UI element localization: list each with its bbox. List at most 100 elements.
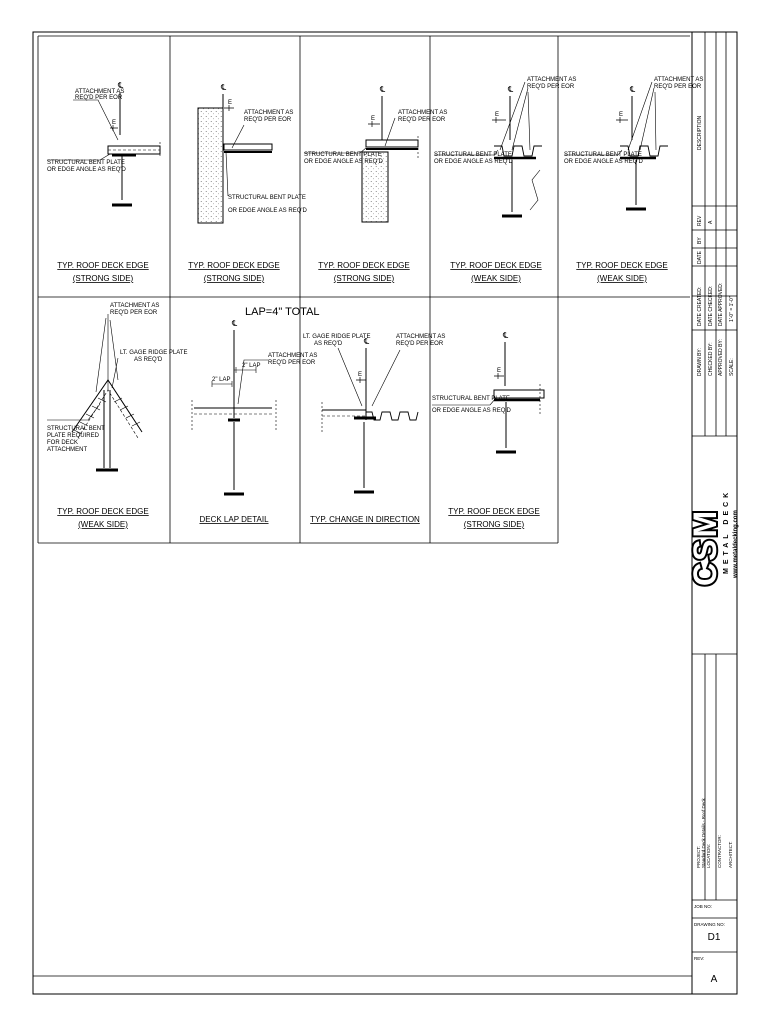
- svg-text:℄: ℄: [379, 85, 386, 94]
- detail-grid: [37, 35, 690, 544]
- svg-text:DATE CHECKED:: DATE CHECKED:: [708, 286, 714, 326]
- svg-text:2" LAP: 2" LAP: [212, 377, 230, 383]
- svg-text:℄: ℄: [502, 331, 509, 340]
- detail-1: ℄ E: [47, 81, 161, 207]
- detail-5: ℄ E: [564, 81, 668, 211]
- svg-text:AS REQ'D: AS REQ'D: [314, 341, 343, 347]
- svg-text:CONTRACTOR:: CONTRACTOR:: [717, 835, 722, 868]
- svg-text:STRUCTURAL BENT: STRUCTURAL BENT: [47, 426, 105, 432]
- centerline-symbol: ℄: [117, 81, 124, 90]
- d6-subtitle: (WEAK SIDE): [78, 520, 128, 529]
- rev-value: A: [708, 220, 714, 224]
- d1-note-1: ATTACHMENT AS: [75, 89, 124, 95]
- svg-text:OR EDGE ANGLE AS REQ'D: OR EDGE ANGLE AS REQ'D: [432, 408, 512, 414]
- svg-text:ATTACHMENT AS: ATTACHMENT AS: [244, 110, 293, 116]
- drawing-number: D1: [708, 932, 721, 943]
- svg-text:E: E: [228, 100, 232, 106]
- revision-letter: A: [711, 974, 718, 985]
- svg-text:REQ'D PER EOR: REQ'D PER EOR: [268, 360, 316, 366]
- svg-text:STRUCTURAL BENT PLATE: STRUCTURAL BENT PLATE: [432, 396, 510, 402]
- svg-text:AS REQ'D: AS REQ'D: [134, 357, 163, 363]
- svg-text:STRUCTURAL BENT PLATE: STRUCTURAL BENT PLATE: [304, 152, 382, 158]
- svg-text:E: E: [112, 120, 116, 126]
- d1-title: TYP. ROOF DECK EDGE: [57, 261, 148, 270]
- d4-subtitle: (WEAK SIDE): [471, 274, 521, 283]
- svg-text:DATE APPROVED:: DATE APPROVED:: [718, 283, 724, 326]
- svg-text:PLATE REQUIRED: PLATE REQUIRED: [47, 433, 100, 439]
- d6-title: TYP. ROOF DECK EDGE: [57, 507, 148, 516]
- svg-text:E: E: [619, 112, 623, 118]
- project-name: Standard Deck Details - Roof Deck: [701, 797, 706, 868]
- svg-text:E: E: [495, 112, 499, 118]
- d2-title: TYP. ROOF DECK EDGE: [188, 261, 279, 270]
- svg-text:SCALE:: SCALE:: [729, 358, 735, 376]
- date-header: DATE: [697, 250, 703, 264]
- svg-text:STRUCTURAL BENT PLATE: STRUCTURAL BENT PLATE: [228, 195, 306, 201]
- d9-title: TYP. ROOF DECK EDGE: [448, 507, 539, 516]
- svg-text:OR EDGE ANGLE AS REQ'D: OR EDGE ANGLE AS REQ'D: [304, 159, 384, 165]
- job-no-label: JOB NO:: [694, 904, 712, 909]
- d1-subtitle: (STRONG SIDE): [73, 274, 134, 283]
- svg-text:OR EDGE ANGLE AS REQ'D: OR EDGE ANGLE AS REQ'D: [564, 159, 644, 165]
- d5-subtitle: (WEAK SIDE): [597, 274, 647, 283]
- svg-text:ATTACHMENT AS: ATTACHMENT AS: [527, 77, 576, 83]
- svg-text:LT. GAGE RIDGE PLATE: LT. GAGE RIDGE PLATE: [303, 334, 370, 340]
- d8-title: TYP. CHANGE IN DIRECTION: [310, 515, 420, 524]
- svg-text:ATTACHMENT AS: ATTACHMENT AS: [268, 353, 317, 359]
- detail-7: ℄: [191, 319, 277, 496]
- title-block: [692, 32, 737, 953]
- svg-text:DATE CREATED:: DATE CREATED:: [697, 287, 703, 326]
- rev-label: REV:: [694, 956, 704, 961]
- svg-text:OR EDGE ANGLE AS REQ'D: OR EDGE ANGLE AS REQ'D: [228, 208, 308, 214]
- scale-value: 1'-0" = 1'-0": [729, 296, 735, 322]
- svg-text:STRUCTURAL BENT PLATE: STRUCTURAL BENT PLATE: [434, 152, 512, 158]
- csm-logo: CSM: [685, 507, 725, 588]
- d9-subtitle: (STRONG SIDE): [464, 520, 525, 529]
- detail-9: ℄ E: [432, 331, 545, 454]
- svg-text:℄: ℄: [507, 85, 514, 94]
- by-header: BY: [697, 237, 703, 244]
- svg-text:PROJECT:: PROJECT:: [696, 846, 701, 868]
- d5-title: TYP. ROOF DECK EDGE: [576, 261, 667, 270]
- description-label: DESCRIPTION: [697, 115, 703, 150]
- svg-text:℄: ℄: [220, 83, 227, 92]
- svg-text:OR EDGE ANGLE AS REQ'D: OR EDGE ANGLE AS REQ'D: [434, 159, 514, 165]
- logo-text: CSM: [687, 509, 723, 586]
- detail-6: [47, 314, 143, 472]
- website: www.metaldecking.com: [733, 510, 739, 579]
- d1-note-3: STRUCTURAL BENT PLATE: [47, 160, 125, 166]
- detail-2: ℄ E: [197, 83, 273, 224]
- svg-text:REQ'D PER EOR: REQ'D PER EOR: [398, 117, 446, 123]
- svg-text:E: E: [371, 116, 375, 122]
- detail-8: ℄ E: [321, 337, 419, 494]
- svg-text:FOR DECK: FOR DECK: [47, 440, 78, 446]
- svg-text:REQ'D PER EOR: REQ'D PER EOR: [110, 310, 158, 316]
- svg-text:ARCHITECT:: ARCHITECT:: [728, 841, 733, 868]
- d3-title: TYP. ROOF DECK EDGE: [318, 261, 409, 270]
- svg-text:ATTACHMENT AS: ATTACHMENT AS: [396, 334, 445, 340]
- d1-note-4: OR EDGE ANGLE AS REQ'D: [47, 167, 127, 173]
- svg-text:APPROVED BY:: APPROVED BY:: [718, 339, 724, 376]
- svg-text:CHECKED BY:: CHECKED BY:: [708, 342, 714, 376]
- company-name: METAL DECK: [723, 489, 730, 574]
- svg-text:ATTACHMENT: ATTACHMENT: [47, 447, 87, 453]
- detail-4: ℄ E: [434, 81, 542, 218]
- d2-subtitle: (STRONG SIDE): [204, 274, 265, 283]
- svg-text:℄: ℄: [231, 319, 238, 328]
- rev-header: REV: [697, 215, 703, 226]
- lap-total-label: LAP=4" TOTAL: [245, 306, 320, 318]
- svg-text:REQ'D PER EOR: REQ'D PER EOR: [654, 84, 702, 90]
- svg-text:REQ'D PER EOR: REQ'D PER EOR: [396, 341, 444, 347]
- svg-text:E: E: [358, 372, 362, 378]
- svg-text:2" LAP: 2" LAP: [242, 363, 260, 369]
- svg-text:LOCATION:: LOCATION:: [706, 844, 711, 868]
- svg-text:℄: ℄: [363, 337, 370, 346]
- svg-text:ATTACHMENT AS: ATTACHMENT AS: [398, 110, 447, 116]
- svg-text:LT. GAGE RIDGE PLATE: LT. GAGE RIDGE PLATE: [120, 350, 187, 356]
- svg-text:REQ'D PER EOR: REQ'D PER EOR: [527, 84, 575, 90]
- drawing-no-label: DRAWING NO:: [694, 922, 725, 927]
- d7-title: DECK LAP DETAIL: [199, 515, 269, 524]
- svg-text:ATTACHMENT AS: ATTACHMENT AS: [110, 303, 159, 309]
- sheet-border: [32, 31, 738, 995]
